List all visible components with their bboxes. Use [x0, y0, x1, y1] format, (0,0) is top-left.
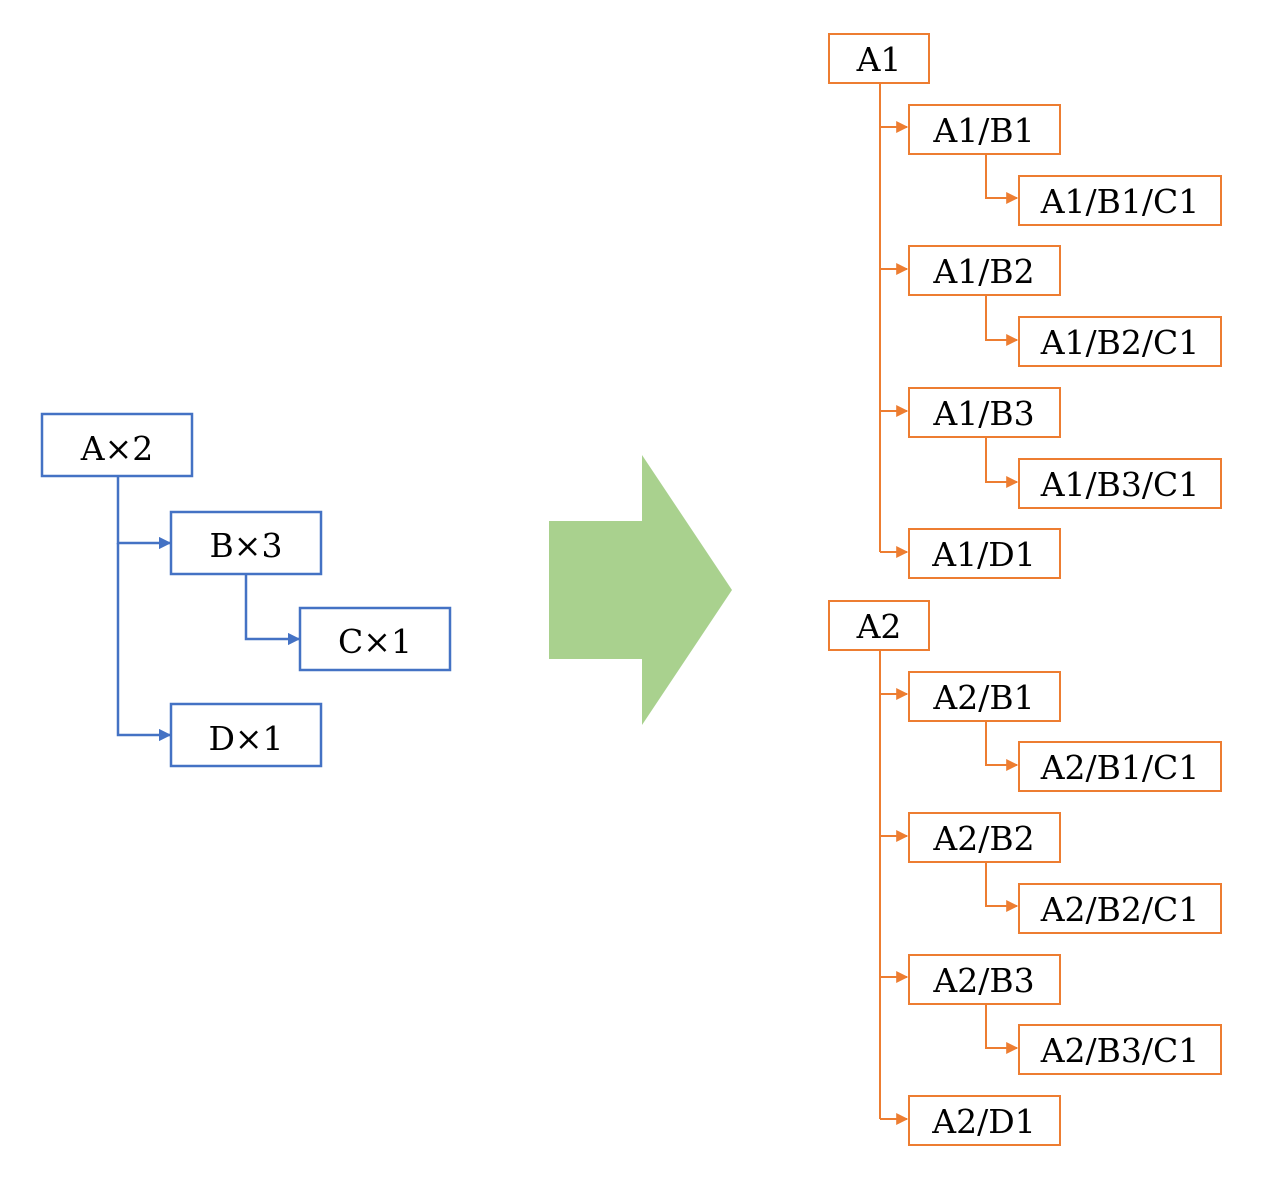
node-a2-b2-c1: A2/B2/C1 [1018, 883, 1222, 934]
node-a2-b1-label: A2/B1 [932, 678, 1034, 717]
node-a1-b1-c1-label: A1/B1/C1 [1040, 182, 1200, 221]
node-a2-b1-c1: A2/B1/C1 [1018, 741, 1222, 792]
connectors-a2 [879, 650, 1019, 1125]
node-c: C×1 [298, 606, 452, 672]
node-a2-b3: A2/B3 [908, 954, 1061, 1005]
node-a2-b3-c1: A2/B3/C1 [1018, 1024, 1222, 1075]
node-a1-b2-label: A1/B2 [932, 252, 1034, 291]
node-a2-b3-c1-label: A2/B3/C1 [1040, 1031, 1200, 1070]
node-a2-b1-c1-label: A2/B1/C1 [1040, 748, 1200, 787]
transform-arrow [549, 455, 732, 725]
node-a1-b1-label: A1/B1 [932, 111, 1034, 150]
node-a2-b2-label: A2/B2 [932, 819, 1034, 858]
node-a1-b1: A1/B1 [908, 104, 1061, 155]
node-a1-b2: A1/B2 [908, 245, 1061, 296]
connectors-a1 [879, 83, 1019, 558]
node-a1-label: A1 [856, 40, 902, 79]
node-c-label: C×1 [338, 622, 412, 661]
node-d-label: D×1 [208, 719, 283, 758]
node-a1-b2-c1: A1/B2/C1 [1018, 316, 1222, 367]
node-b: B×3 [169, 510, 323, 576]
node-a1-b1-c1: A1/B1/C1 [1018, 175, 1222, 226]
node-a1-b3-label: A1/B3 [932, 394, 1034, 433]
node-a1-b3-c1: A1/B3/C1 [1018, 458, 1222, 509]
node-a2-label: A2 [856, 607, 902, 646]
connector-a-b [116, 477, 172, 550]
node-a1-d1: A1/D1 [908, 528, 1061, 579]
node-a1-b2-c1-label: A1/B2/C1 [1040, 323, 1200, 362]
result-tree: A1 A1/B1 A1/B1/C1 A1/B2 A1/B2/C1 A1/B3 A… [828, 33, 1222, 1146]
node-a: A×2 [40, 412, 194, 478]
node-a1: A1 [828, 33, 930, 84]
node-a2: A2 [828, 600, 930, 651]
node-a1-d1-label: A1/D1 [931, 535, 1035, 574]
node-a2-b3-label: A2/B3 [932, 961, 1034, 1000]
node-a1-b3-c1-label: A1/B3/C1 [1040, 465, 1200, 504]
node-a2-d1-label: A2/D1 [931, 1102, 1035, 1141]
node-d: D×1 [169, 702, 323, 768]
node-a2-d1: A2/D1 [908, 1095, 1061, 1146]
node-a2-b1: A2/B1 [908, 671, 1061, 722]
node-a2-b2-c1-label: A2/B2/C1 [1040, 890, 1200, 929]
connector-b-c [244, 574, 301, 646]
connector-a-d [116, 543, 172, 742]
node-a2-b2: A2/B2 [908, 812, 1061, 863]
source-tree: A×2 B×3 C×1 D×1 [40, 412, 452, 768]
node-b-label: B×3 [210, 526, 283, 565]
node-a-label: A×2 [80, 429, 153, 468]
node-a1-b3: A1/B3 [908, 387, 1061, 438]
